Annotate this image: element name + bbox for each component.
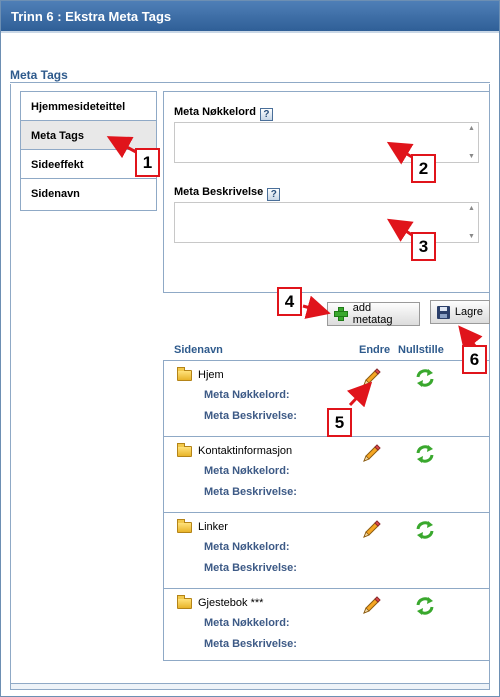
add-metatag-button[interactable]: add metatag	[327, 302, 420, 326]
save-label: Lagre	[454, 306, 483, 318]
folder-icon	[177, 595, 192, 609]
column-header-name: Sidenavn	[174, 344, 223, 356]
callout-3: 3	[411, 232, 436, 261]
folder-icon	[177, 367, 192, 381]
description-label: Meta Beskrivelse	[174, 186, 264, 198]
tab-meta-tags[interactable]: Meta Tags	[21, 121, 156, 150]
pencil-edit-icon[interactable]	[360, 595, 382, 617]
plus-icon	[334, 307, 348, 321]
page-list: Hjem Meta Nøkkelord: Meta Beskrivelse: K…	[163, 360, 490, 661]
description-scrollbar[interactable]: ▲ ▼	[465, 203, 478, 242]
pencil-edit-icon[interactable]	[360, 443, 382, 465]
refresh-reset-icon[interactable]	[414, 443, 436, 465]
scroll-down-icon[interactable]: ▼	[468, 233, 475, 240]
row-keywords-label: Meta Nøkkelord:	[204, 465, 290, 477]
refresh-reset-icon[interactable]	[414, 519, 436, 541]
page-name: Linker	[198, 521, 228, 533]
meta-keywords-input[interactable]	[174, 122, 479, 163]
pencil-edit-icon[interactable]	[360, 519, 382, 541]
description-help-icon[interactable]: ?	[267, 188, 281, 201]
row-keywords-label: Meta Nøkkelord:	[204, 617, 290, 629]
list-item: Kontaktinformasjon Meta Nøkkelord: Meta …	[164, 437, 489, 513]
save-button[interactable]: Lagre	[430, 300, 490, 324]
folder-icon	[177, 519, 192, 533]
list-item: Gjestebok *** Meta Nøkkelord: Meta Beskr…	[164, 589, 489, 660]
row-keywords-label: Meta Nøkkelord:	[204, 389, 290, 401]
refresh-reset-icon[interactable]	[414, 595, 436, 617]
callout-4: 4	[277, 287, 302, 316]
callout-5: 5	[327, 408, 352, 437]
scroll-down-icon[interactable]: ▼	[468, 153, 475, 160]
callout-2: 2	[411, 154, 436, 183]
row-keywords-label: Meta Nøkkelord:	[204, 541, 290, 553]
section-title: Meta Tags	[10, 68, 68, 82]
refresh-reset-icon[interactable]	[414, 367, 436, 389]
keywords-scrollbar[interactable]: ▲ ▼	[465, 123, 478, 162]
tab-sideeffekt[interactable]: Sideeffekt	[21, 150, 156, 179]
row-description-label: Meta Beskrivelse:	[204, 410, 297, 422]
column-header-edit: Endre	[359, 344, 391, 356]
row-description-label: Meta Beskrivelse:	[204, 638, 297, 650]
row-description-label: Meta Beskrivelse:	[204, 562, 297, 574]
add-metatag-label: add metatag	[352, 302, 393, 326]
page-name: Gjestebok ***	[198, 597, 264, 609]
tab-list: Hjemmesideteittel Meta Tags Sideeffekt S…	[20, 91, 157, 211]
pencil-edit-icon[interactable]	[360, 367, 382, 389]
page-name: Hjem	[198, 369, 224, 381]
save-disk-icon	[437, 305, 450, 319]
scroll-up-icon[interactable]: ▲	[468, 125, 475, 132]
page-name: Kontaktinformasjon	[198, 445, 293, 457]
column-header-reset: Nullstille	[398, 344, 444, 356]
title-divider	[1, 31, 499, 33]
list-item: Linker Meta Nøkkelord: Meta Beskrivelse:	[164, 513, 489, 589]
section-divider	[10, 82, 490, 83]
scroll-up-icon[interactable]: ▲	[468, 205, 475, 212]
row-description-label: Meta Beskrivelse:	[204, 486, 297, 498]
tab-hjemmesideteittel[interactable]: Hjemmesideteittel	[21, 92, 156, 121]
keywords-label-row: Meta Nøkkelord?	[174, 106, 273, 121]
keywords-help-icon[interactable]: ?	[259, 108, 273, 121]
panel-bottom-bar	[10, 684, 490, 690]
window-title: Trinn 6 : Ekstra Meta Tags	[1, 1, 499, 31]
keywords-label: Meta Nøkkelord	[174, 106, 256, 118]
callout-1: 1	[135, 148, 160, 177]
description-label-row: Meta Beskrivelse?	[174, 186, 281, 201]
tab-sidenavn[interactable]: Sidenavn	[31, 188, 80, 200]
callout-6: 6	[462, 345, 487, 374]
folder-icon	[177, 443, 192, 457]
